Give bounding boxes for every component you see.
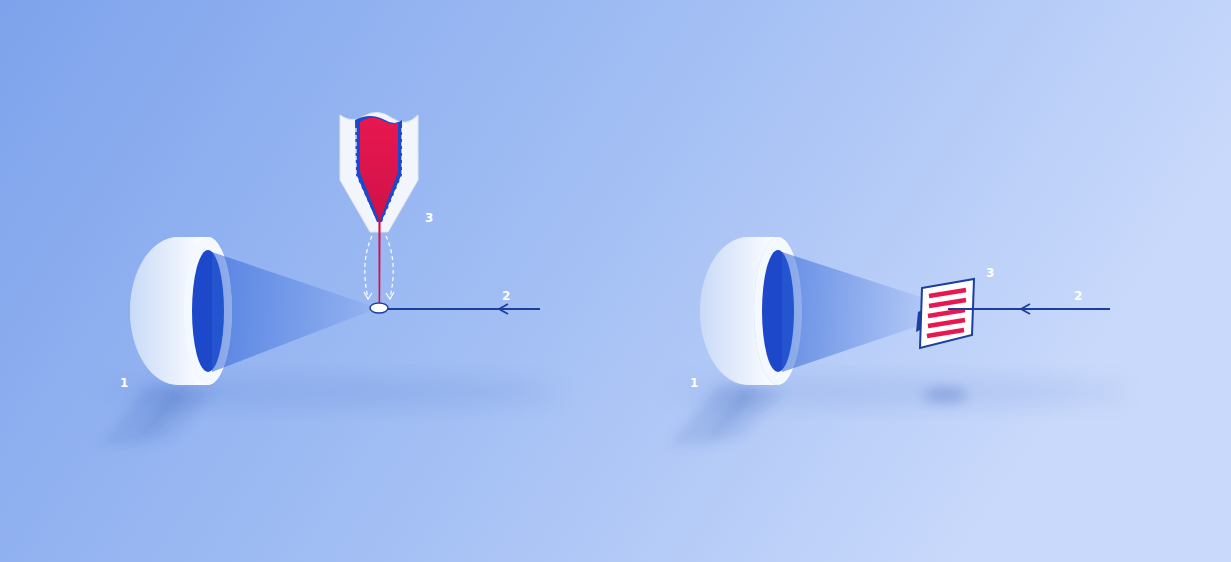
right-panel bbox=[670, 237, 1130, 445]
callout-number: 1 bbox=[690, 377, 698, 389]
callout-number: 3 bbox=[425, 212, 433, 224]
callout-number: 2 bbox=[1074, 290, 1082, 302]
callout-number: 2 bbox=[502, 290, 510, 302]
left-panel bbox=[100, 112, 560, 445]
callout-number: 1 bbox=[120, 377, 128, 389]
callout-number: 3 bbox=[986, 267, 994, 279]
